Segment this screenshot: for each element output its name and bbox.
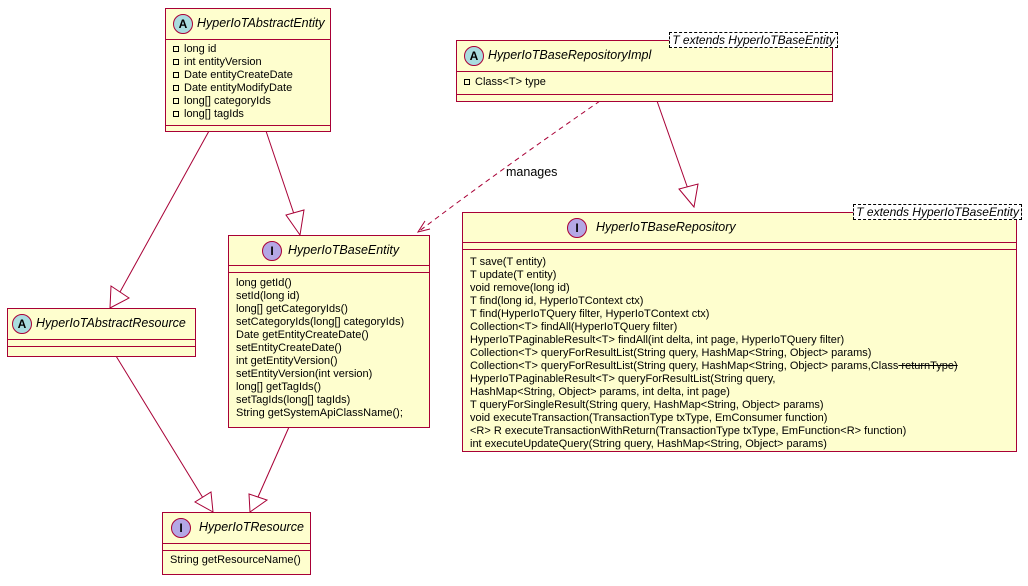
method: int executeUpdateQuery(String query, Has… — [470, 438, 827, 450]
class-header: I HyperIoTBaseRepository — [463, 213, 1016, 243]
abstract-class-badge-icon: A — [173, 14, 193, 34]
method: <R> R executeTransactionWithReturn(Trans… — [470, 425, 907, 437]
methods-compartment — [457, 95, 832, 101]
edge-repo-impl-to-base-repository — [656, 100, 689, 190]
method: setTagIds(long[] tagIds) — [236, 394, 351, 406]
generic-parameter: T extends HyperIoTBaseEntity — [853, 204, 1022, 220]
class-name: HyperIoTBaseEntity — [288, 243, 400, 257]
method-with-strikethrough: Collection<T> queryForResultList(String … — [470, 360, 958, 372]
class-header: A HyperIoTAbstractEntity — [166, 9, 330, 40]
method: T queryForSingleResult(String query, Has… — [470, 399, 824, 411]
private-visibility-icon — [173, 111, 179, 117]
fields-compartment — [8, 340, 195, 347]
field: Date entityModifyDate — [173, 82, 324, 95]
class-header: A HyperIoTAbstractResource — [8, 309, 195, 340]
arrowhead-base-entity — [285, 209, 305, 237]
edge-base-entity-to-resource — [257, 426, 290, 498]
method: HashMap<String, Object> params, int delt… — [470, 386, 730, 398]
method: long[] getCategoryIds() — [236, 303, 348, 315]
method: setEntityCreateDate() — [236, 342, 342, 354]
method: Collection<T> findAll(HyperIoTQuery filt… — [470, 321, 678, 333]
methods-compartment: T save(T entity) T update(T entity) void… — [463, 250, 1016, 453]
arrowhead-resource-right — [248, 493, 269, 513]
method: HyperIoTPaginableResult<T> queryForResul… — [470, 373, 776, 385]
edge-abstract-resource-to-resource — [115, 355, 204, 499]
private-visibility-icon — [173, 59, 179, 65]
field: long[] categoryIds — [173, 95, 324, 108]
class-header: I HyperIoTBaseEntity — [229, 236, 429, 266]
edge-manages — [417, 100, 601, 233]
interface-badge-icon: I — [262, 241, 282, 261]
private-visibility-icon — [464, 79, 470, 85]
class-hyperiot-abstract-resource[interactable]: A HyperIoTAbstractResource — [7, 308, 196, 357]
fields-compartment — [163, 544, 310, 551]
abstract-class-badge-icon: A — [464, 46, 484, 66]
method: String getSystemApiClassName(); — [236, 407, 403, 419]
arrowhead-abstract-resource — [109, 285, 130, 309]
class-hyperiot-base-entity[interactable]: I HyperIoTBaseEntity long getId() setId(… — [228, 235, 430, 428]
field: long id — [173, 43, 324, 56]
methods-compartment — [8, 347, 195, 353]
interface-badge-icon: I — [171, 518, 191, 538]
method: setEntityVersion(int version) — [236, 368, 373, 380]
edge-abstract-entity-to-abstract-resource — [119, 130, 210, 293]
private-visibility-icon — [173, 98, 179, 104]
class-header: A HyperIoTBaseRepositoryImpl — [457, 41, 832, 72]
class-name: HyperIoTAbstractResource — [36, 316, 186, 330]
method: Date getEntityCreateDate() — [236, 329, 369, 341]
edge-abstract-entity-to-base-entity — [265, 130, 296, 218]
method: T find(HyperIoTQuery filter, HyperIoTCon… — [470, 308, 710, 320]
class-hyperiot-abstract-entity[interactable]: A HyperIoTAbstractEntity long id int ent… — [165, 8, 331, 132]
private-visibility-icon — [173, 46, 179, 52]
method: int getEntityVersion() — [236, 355, 338, 367]
fields-compartment — [229, 266, 429, 273]
class-name: HyperIoTBaseRepositoryImpl — [488, 48, 652, 62]
method: String getResourceName() — [170, 554, 301, 566]
method: void remove(long id) — [470, 282, 570, 294]
arrowhead-base-repository — [678, 183, 699, 209]
class-name: HyperIoTAbstractEntity — [197, 16, 325, 30]
method: HyperIoTPaginableResult<T> findAll(int d… — [470, 334, 845, 346]
field: Class<T> type — [464, 76, 826, 89]
method: long[] getTagIds() — [236, 381, 321, 393]
fields-compartment: Class<T> type — [457, 72, 832, 95]
method: long getId() — [236, 277, 292, 289]
class-name: HyperIoTBaseRepository — [596, 220, 736, 234]
abstract-class-badge-icon: A — [12, 314, 32, 334]
method: Collection<T> queryForResultList(String … — [470, 347, 872, 359]
private-visibility-icon — [173, 72, 179, 78]
methods-compartment: String getResourceName() — [163, 551, 310, 569]
method: void executeTransaction(TransactionType … — [470, 412, 828, 424]
private-visibility-icon — [173, 85, 179, 91]
class-name: HyperIoTResource — [199, 520, 304, 534]
arrowhead-manages — [416, 220, 431, 233]
generic-parameter: T extends HyperIoTBaseEntity — [669, 32, 838, 48]
arrowhead-resource-left — [194, 491, 214, 513]
class-hyperiot-resource[interactable]: I HyperIoTResource String getResourceNam… — [162, 512, 311, 575]
fields-compartment: long id int entityVersion Date entityCre… — [166, 40, 330, 126]
methods-compartment: long getId() setId(long id) long[] getCa… — [229, 273, 429, 422]
method: T update(T entity) — [470, 269, 557, 281]
field: long[] tagIds — [173, 108, 324, 121]
class-header: I HyperIoTResource — [163, 513, 310, 544]
field: Date entityCreateDate — [173, 69, 324, 82]
methods-compartment — [166, 126, 330, 132]
fields-compartment — [463, 243, 1016, 250]
method: setId(long id) — [236, 290, 300, 302]
method: setCategoryIds(long[] categoryIds) — [236, 316, 405, 328]
class-hyperiot-base-repository-impl[interactable]: T extends HyperIoTBaseEntity A HyperIoTB… — [456, 32, 838, 102]
class-hyperiot-base-repository[interactable]: T extends HyperIoTBaseEntity I HyperIoTB… — [462, 204, 1022, 453]
manages-label: manages — [506, 165, 558, 179]
interface-badge-icon: I — [567, 218, 587, 238]
method: T find(long id, HyperIoTContext ctx) — [470, 295, 644, 307]
method: T save(T entity) — [470, 256, 547, 268]
field: int entityVersion — [173, 56, 324, 69]
